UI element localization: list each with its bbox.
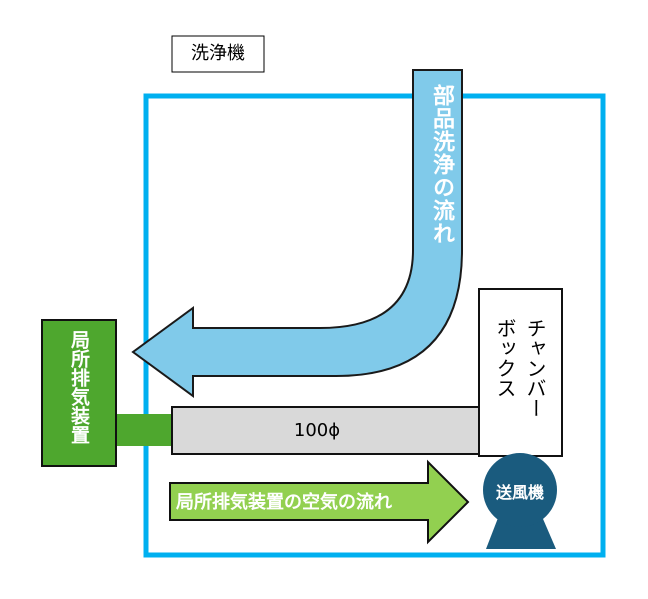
chamber-box-line1: チャンバー <box>523 318 547 418</box>
air-flow-arrow <box>169 459 470 545</box>
parts-flow-arrow <box>131 69 463 398</box>
chamber-box-line2: ボックス <box>493 318 517 398</box>
chamber-box <box>478 288 563 457</box>
exhaust-device-box <box>41 319 117 467</box>
parts-flow-label: 部品洗浄の流れ <box>429 84 454 245</box>
blower-body <box>483 453 557 527</box>
exhaust-device-label: 局所排気装置 <box>68 330 90 444</box>
duct-pipe <box>171 406 481 455</box>
air-flow-label: 局所排気装置の空気の流れ <box>176 492 392 513</box>
exhaust-connector <box>116 414 174 446</box>
pipe-label: 100ϕ <box>293 420 341 441</box>
blower-label: 送風機 <box>495 483 544 502</box>
washer-frame <box>143 93 606 558</box>
title-label: 洗浄機 <box>191 43 245 64</box>
title-box <box>171 35 265 73</box>
